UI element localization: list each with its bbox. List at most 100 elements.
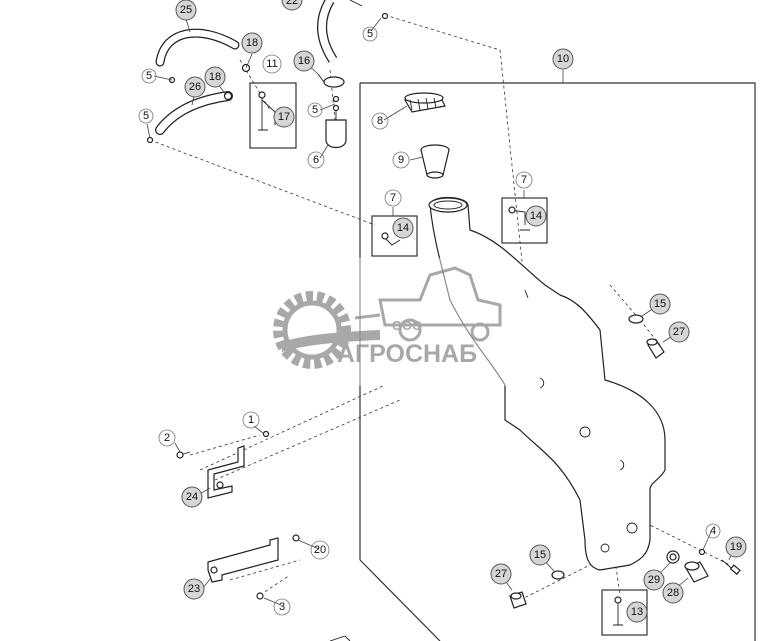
seal-15-upper <box>628 314 644 324</box>
plug-27-lower <box>509 591 527 609</box>
bracket-24 <box>176 430 270 499</box>
svg-text:3: 3 <box>279 601 285 613</box>
svg-text:25: 25 <box>180 4 192 16</box>
dashed-guides <box>149 14 731 601</box>
svg-text:23: 23 <box>188 583 200 595</box>
svg-text:29: 29 <box>648 574 660 586</box>
hose-25 <box>155 28 240 67</box>
clamp-16 <box>317 73 345 88</box>
svg-text:7: 7 <box>521 174 527 186</box>
callout-5d: 5 <box>312 104 318 116</box>
plain-label-rings <box>138 26 721 616</box>
svg-text:10: 10 <box>557 53 569 65</box>
partial-part-bottom <box>329 635 351 641</box>
callout-16: 16 <box>293 50 315 72</box>
svg-text:24: 24 <box>186 491 198 503</box>
svg-text:2: 2 <box>164 432 170 444</box>
callout-6: 6 <box>313 154 319 166</box>
svg-text:16: 16 <box>298 55 310 67</box>
plug-28 <box>684 561 709 583</box>
callout-5c: 5 <box>143 110 149 122</box>
callout-11: 11 <box>266 58 277 70</box>
svg-text:7: 7 <box>390 192 396 204</box>
callout-5b: 5 <box>146 70 152 82</box>
callout-18a: 18 <box>241 32 263 54</box>
callout-15a: 15 <box>649 293 671 315</box>
callout-22: 22 <box>281 0 303 11</box>
seal-15-lower <box>551 570 565 580</box>
watermark-prefix: ООО <box>392 318 422 333</box>
callout-14a: 14 <box>392 217 414 239</box>
svg-text:17: 17 <box>278 111 290 123</box>
svg-text:5: 5 <box>146 70 152 82</box>
tank-10 <box>428 196 666 571</box>
svg-text:19: 19 <box>730 541 742 553</box>
bracket-23 <box>207 534 300 600</box>
watermark-logo: ООО АГРОСНАБ <box>245 258 510 386</box>
callout-7a: 7 <box>390 192 396 204</box>
callout-26: 26 <box>184 76 206 98</box>
svg-text:9: 9 <box>398 154 404 166</box>
plug-27-upper <box>646 338 665 359</box>
svg-text:1: 1 <box>248 414 254 426</box>
bolt-19 <box>721 559 741 575</box>
svg-text:13: 13 <box>631 606 643 618</box>
callout-28: 28 <box>662 582 684 604</box>
callout-1: 1 <box>248 414 254 426</box>
svg-text:27: 27 <box>495 568 507 580</box>
callout-4: 4 <box>710 525 716 537</box>
svg-text:11: 11 <box>266 58 277 70</box>
svg-text:15: 15 <box>654 298 666 310</box>
svg-text:28: 28 <box>667 587 679 599</box>
callout-20: 20 <box>314 544 326 556</box>
fitting-box-7-right <box>501 197 548 244</box>
callout-24: 24 <box>181 486 203 508</box>
callout-8: 8 <box>377 115 383 127</box>
svg-text:5: 5 <box>143 110 149 122</box>
svg-text:20: 20 <box>314 544 326 556</box>
callout-2: 2 <box>164 432 170 444</box>
callout-29: 29 <box>643 569 665 591</box>
callout-27a: 27 <box>668 321 690 343</box>
callout-27b: 27 <box>490 563 512 585</box>
fitting-box-11 <box>249 82 297 149</box>
strainer-9 <box>420 144 450 179</box>
assembly-frame <box>359 82 756 641</box>
callout-23: 23 <box>183 578 205 600</box>
svg-text:5: 5 <box>367 28 373 40</box>
fitting-box-7-left <box>371 215 418 257</box>
svg-text:22: 22 <box>286 0 298 7</box>
callout-17: 17 <box>273 106 295 128</box>
svg-text:27: 27 <box>673 326 685 338</box>
svg-text:18: 18 <box>209 71 221 83</box>
callout-14b: 14 <box>525 205 547 227</box>
sensor-6 <box>325 110 347 149</box>
svg-text:5: 5 <box>312 104 318 116</box>
callout-7b: 7 <box>521 174 527 186</box>
callout-9: 9 <box>398 154 404 166</box>
svg-text:8: 8 <box>377 115 383 127</box>
hose-26 <box>155 91 233 135</box>
svg-text:26: 26 <box>189 81 201 93</box>
svg-text:15: 15 <box>534 549 546 561</box>
svg-text:4: 4 <box>710 525 716 537</box>
watermark-company-name: АГРОСНАБ <box>337 340 477 368</box>
callout-18b: 18 <box>204 66 226 88</box>
svg-text:18: 18 <box>246 37 258 49</box>
gear-icon <box>273 291 380 369</box>
svg-text:14: 14 <box>397 222 409 234</box>
callout-25: 25 <box>175 0 197 21</box>
callout-5a: 5 <box>367 28 373 40</box>
svg-text:6: 6 <box>313 154 319 166</box>
callout-10: 10 <box>552 48 574 70</box>
callout-3: 3 <box>279 601 285 613</box>
callout-15b: 15 <box>529 544 551 566</box>
callout-19: 19 <box>725 536 747 558</box>
filler-cap-8 <box>404 92 446 113</box>
small-fasteners <box>146 12 706 564</box>
harvester-icon <box>354 266 502 342</box>
callout-13: 13 <box>626 601 648 623</box>
hose-22 <box>317 0 363 63</box>
svg-text:14: 14 <box>530 210 542 222</box>
